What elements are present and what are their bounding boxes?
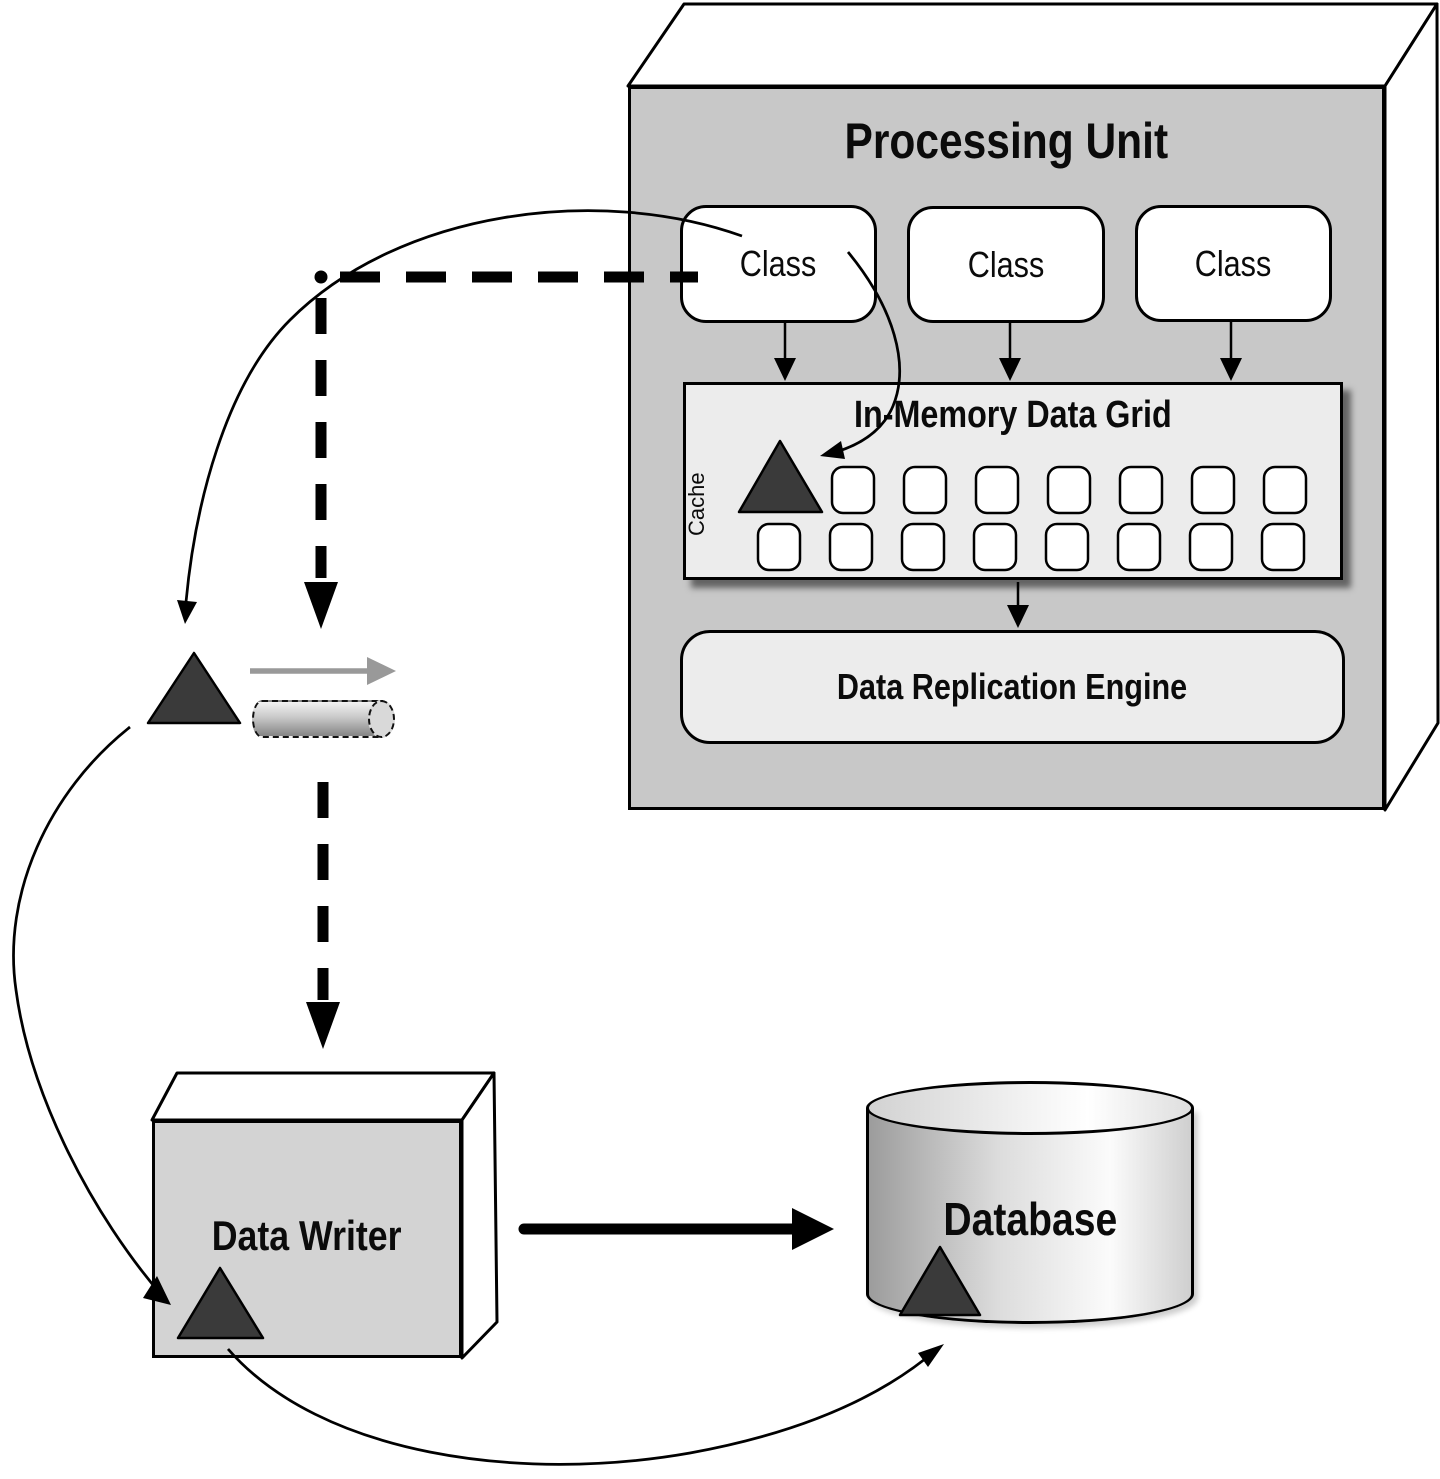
data-writer-to-database-thick-arrowhead (792, 1208, 834, 1250)
class-box-2-label: Class (967, 243, 1045, 285)
data-writer-to-database-arrowhead (918, 1344, 944, 1367)
queue-pipe-cap-icon (368, 700, 395, 738)
data-replication-engine-label: Data Replication Engine (837, 666, 1188, 707)
data-writer-label-text: Data Writer (212, 1212, 402, 1259)
data-writer-label: Data Writer (152, 1212, 462, 1260)
cache-label: Cache (684, 472, 709, 536)
data-replication-engine-box: Data Replication Engine (680, 630, 1345, 744)
in-memory-data-grid-title: In-Memory Data Grid (683, 394, 1343, 437)
data-writer-right-face (460, 1071, 499, 1360)
class-box-3: Class (1135, 205, 1332, 322)
dashed-path-corner-dot (314, 270, 328, 284)
processing-unit-title: Processing Unit (628, 112, 1385, 170)
event-object-triangle-icon (146, 651, 242, 725)
processing-unit-top-face (626, 2, 1439, 88)
gray-flow-arrowhead (367, 657, 396, 685)
class-box-2: Class (907, 206, 1105, 323)
queue-pipe-icon (252, 700, 383, 738)
processing-unit-title-text: Processing Unit (844, 113, 1169, 169)
class-box-1: Class (680, 205, 877, 323)
in-memory-data-grid-title-text: In-Memory Data Grid (854, 394, 1172, 436)
data-writer-top-face (150, 1071, 496, 1122)
database-label: Database (866, 1192, 1194, 1246)
dashed-arrowhead-1 (304, 582, 338, 629)
database-label-text: Database (943, 1193, 1117, 1245)
processing-unit-right-face (1383, 2, 1440, 812)
database-cylinder-top (866, 1081, 1194, 1135)
object-to-data-writer-curve (12, 725, 166, 1299)
data-writer-to-database-curve (226, 1348, 937, 1466)
class-box-1-label: Class (740, 243, 817, 284)
read-curve-arrowhead (177, 600, 197, 624)
dashed-arrowhead-2 (306, 1002, 340, 1049)
class-box-3-label: Class (1195, 242, 1272, 284)
